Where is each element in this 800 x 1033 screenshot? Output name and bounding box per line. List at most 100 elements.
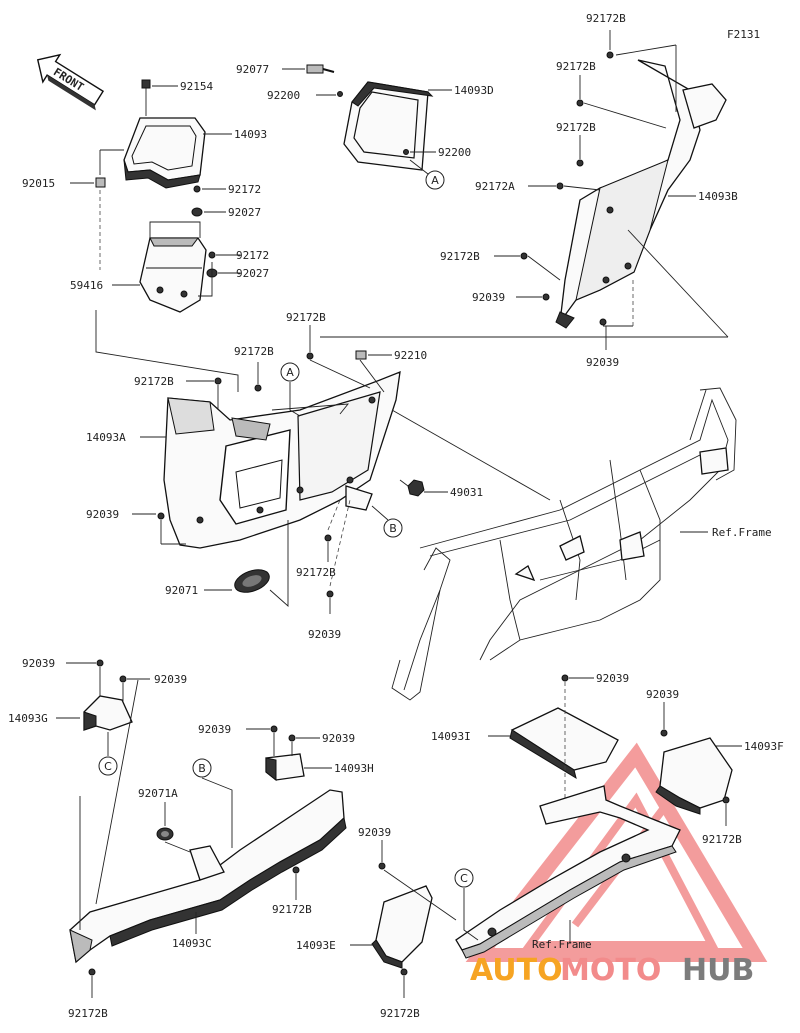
label-14093i: 14093I [431,730,471,743]
label-92172b-m4: 92172B [296,566,336,579]
frame-assembly [391,387,737,701]
callout-b-bottom [192,758,212,778]
label-14093: 14093 [234,128,267,141]
label-92039-m1: 92039 [86,508,119,521]
label-92015: 92015 [22,177,55,190]
screw-icon [722,796,730,804]
label-92200-a: 92200 [267,89,300,102]
part-14093h-bracket[interactable] [265,753,305,782]
part-14093f-cover[interactable] [655,737,733,815]
diagram-code: F2131 [727,28,760,41]
screw-icon [288,734,296,742]
label-92172b-c2: 92172B [68,1007,108,1020]
label-92154: 92154 [180,80,213,93]
label-92039-h1: 92039 [198,723,231,736]
label-92172b-t3: 92172B [556,121,596,134]
screw-icon [292,866,300,874]
screw-icon [270,725,278,733]
label-92172b-m1: 92172B [286,311,326,324]
grommet-92071a-icon [156,827,174,841]
label-92077: 92077 [236,63,269,76]
grommet-92071-icon [234,569,270,593]
label-92027-a2: 92027 [236,267,269,280]
part-14093e-cover[interactable] [371,885,433,969]
label-92172b-t1: 92172B [586,12,626,25]
screw-icon [193,185,201,193]
part-14093d-frame[interactable] [343,81,434,171]
part-59416-box[interactable] [139,237,207,313]
collar-icon [355,350,367,360]
label-92039-g1: 92039 [22,657,55,670]
callout-a-top-text: A [431,174,439,187]
label-92172a: 92172A [475,180,515,193]
watermark-hub: HUB [682,953,754,988]
label-14093b: 14093B [698,190,738,203]
label-92039-m2: 92039 [308,628,341,641]
label-14093f: 14093F [744,740,784,753]
grommet-icon [191,207,203,217]
label-92039-i: 92039 [596,672,629,685]
label-92172-a1: 92172 [228,183,261,196]
callout-a-mid-text: A [286,366,294,379]
part-14093i-plate[interactable] [509,707,619,780]
screw-icon [660,729,668,737]
screw-icon [214,377,222,385]
screw-icon [400,968,408,976]
label-92039-f: 92039 [646,688,679,701]
screw-icon [520,252,528,260]
label-92039-e: 92039 [358,826,391,839]
label-92039-r1: 92039 [472,291,505,304]
label-92172b-c1: 92172B [272,903,312,916]
screw-icon [326,590,334,598]
callout-a-top [425,170,445,190]
label-14093g: 14093G [8,712,48,725]
label-49031: 49031 [450,486,483,499]
label-14093a: 14093A [86,431,126,444]
part-14093b-panel[interactable] [555,59,727,329]
screw-icon [96,659,104,667]
screw-icon [88,968,96,976]
label-92172b-f: 92172B [702,833,742,846]
bolt-92077-icon [306,64,335,74]
part-14093g-bracket[interactable] [83,695,133,731]
part-14093c-guard[interactable] [69,789,347,964]
screw-icon [306,352,314,360]
screw-icon [208,251,216,259]
label-92039-g2: 92039 [154,673,187,686]
callout-c-right [454,868,474,888]
ref-frame-top: Ref.Frame [712,526,772,539]
screw-icon [378,862,386,870]
part-14093a-housing[interactable] [163,370,401,549]
label-14093c: 14093C [172,937,212,950]
callout-a-mid [280,362,300,382]
lower-frame-rail [455,785,681,959]
label-59416: 59416 [70,279,103,292]
callout-b-mid [383,518,403,538]
label-92172b-t4: 92172B [440,250,480,263]
label-92027-a1: 92027 [228,206,261,219]
callout-b-bottom-text: B [198,762,206,775]
callout-c-left [98,756,118,776]
label-92071a: 92071A [138,787,178,800]
label-92039-r2: 92039 [586,356,619,369]
callout-c-left-text: C [104,760,112,773]
watermark-moto: MOTO [560,953,661,988]
bolt-icon [141,79,151,89]
screw-icon [561,674,569,682]
front-arrow-icon: FRONT [36,53,105,111]
part-14093-cover[interactable] [123,117,206,189]
washer-icon [337,91,343,97]
screw-icon [576,159,584,167]
label-92172b-m3: 92172B [134,375,174,388]
label-14093h: 14093H [334,762,374,775]
label-92210: 92210 [394,349,427,362]
bracket-icon [345,485,373,511]
label-92172b-m2: 92172B [234,345,274,358]
screw-icon [324,534,332,542]
screw-icon [576,99,584,107]
label-14093e: 14093E [296,939,336,952]
screw-icon [556,182,564,190]
screw-icon [119,675,127,683]
